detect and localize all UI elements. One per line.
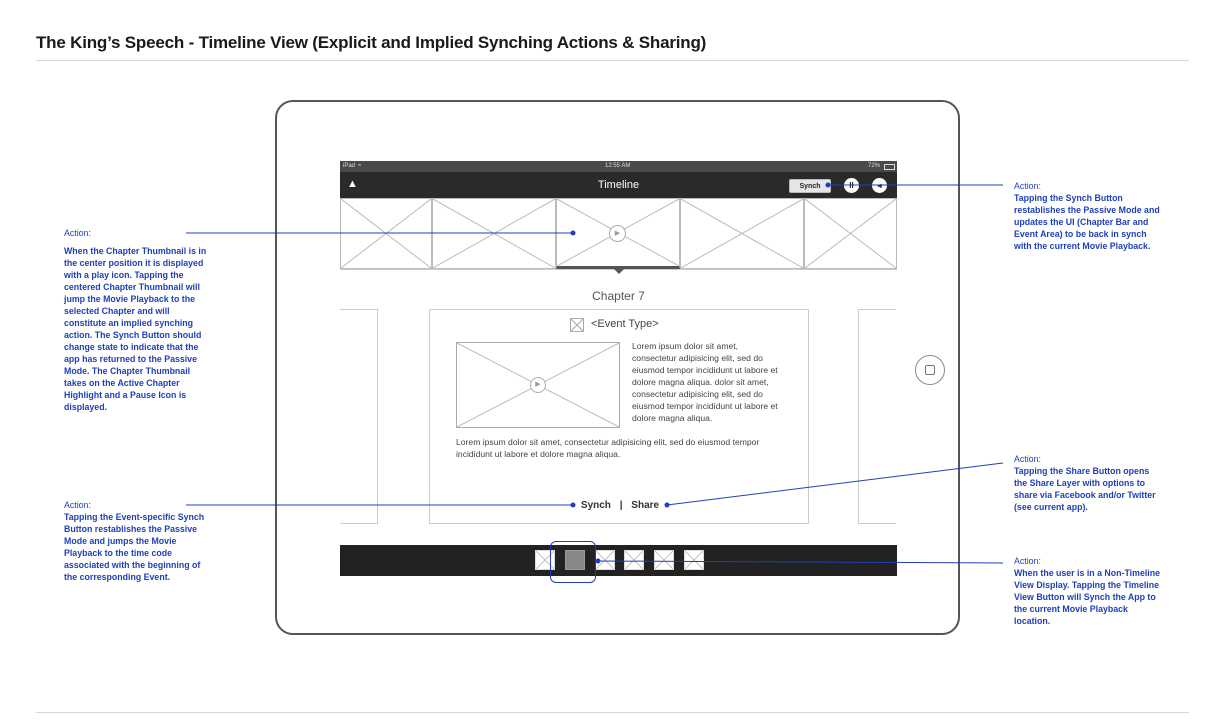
play-icon[interactable]: ▶ [530,377,546,393]
page-title: The King’s Speech - Timeline View (Expli… [36,33,707,52]
up-arrow-icon[interactable]: ▲ [347,178,358,190]
note-body: When the user is in a Non-Timeline View … [1014,568,1160,626]
chapter-thumbnail[interactable] [340,198,432,269]
note-share-button: Action: Tapping the Share Button opens t… [1014,453,1164,513]
event-description-2: Lorem ipsum dolor sit amet, consectetur … [456,437,760,459]
view-thumbnail[interactable] [595,550,615,570]
note-heading: Action: [1014,454,1041,464]
chapter-thumbnail[interactable] [432,198,556,269]
note-chapter-thumbnail: Action: When the Chapter Thumbnail is in… [64,227,214,413]
view-bar [340,545,897,576]
rewind-button[interactable]: ◂ [872,178,887,193]
home-square-icon [925,365,935,375]
note-synch-button: Action: Tapping the Synch Button restabl… [1014,180,1164,252]
home-button[interactable] [915,355,945,385]
synch-button[interactable]: Synch [789,179,831,193]
status-bar: iPad ≈ 12:55 AM 72% [340,161,897,172]
note-body: Tapping the Event-specific Synch Button … [64,512,205,582]
note-heading: Action: [64,500,91,510]
note-heading: Action: [64,228,91,238]
note-timeline-button: Action: When the user is in a Non-Timeli… [1014,555,1164,627]
chapter-thumbnail[interactable] [680,198,804,269]
event-card-next[interactable] [858,309,896,524]
note-body: When the Chapter Thumbnail is in the cen… [64,246,207,412]
note-body: Tapping the Synch Button restablishes th… [1014,193,1160,251]
nav-bar: ▲ Timeline Synch II ◂ [340,172,897,198]
note-body: Tapping the Share Button opens the Share… [1014,466,1156,512]
note-event-synch: Action: Tapping the Event-specific Synch… [64,499,214,583]
status-time: 12:55 AM [605,163,631,169]
chapter-label: Chapter 7 [592,289,645,303]
event-actions: Synch | Share [430,500,810,511]
title-divider [36,60,1189,61]
chapter-thumbnail-center[interactable]: ▶ [556,198,680,269]
timeline-button-highlight [550,541,596,583]
nav-title: Timeline [597,179,640,191]
ipad-frame [275,100,960,635]
view-thumbnail[interactable] [654,550,674,570]
chapter-thumbnail[interactable] [804,198,897,269]
event-card: <Event Type> ▶ Lorem ipsum dolor sit ame… [429,309,809,524]
play-icon[interactable]: ▶ [609,225,626,242]
event-synch-button[interactable]: Synch [580,500,611,511]
wifi-icon: ≈ [358,163,362,169]
event-type-icon [570,318,584,332]
timeline-view-button[interactable] [565,550,585,570]
view-thumbnail[interactable] [624,550,644,570]
event-share-button[interactable]: Share [631,500,660,511]
footer-divider [36,712,1189,713]
event-type: <Event Type> [591,318,659,330]
event-card-prev[interactable] [340,309,378,524]
note-heading: Action: [1014,556,1041,566]
pause-button[interactable]: II [844,178,859,193]
ipad-screen: iPad ≈ 12:55 AM 72% ▲ Timeline Synch II … [340,161,897,576]
action-separator: | [619,500,623,511]
event-description: Lorem ipsum dolor sit amet, consectetur … [632,341,778,423]
battery-icon [884,164,895,170]
event-video-thumbnail[interactable]: ▶ [456,342,620,428]
note-heading: Action: [1014,181,1041,191]
status-device: iPad [343,163,356,169]
status-battery: 72% [868,163,881,169]
active-chapter-pointer-icon [614,269,624,274]
chapter-bar: ▶ [340,198,897,270]
view-thumbnail[interactable] [684,550,704,570]
